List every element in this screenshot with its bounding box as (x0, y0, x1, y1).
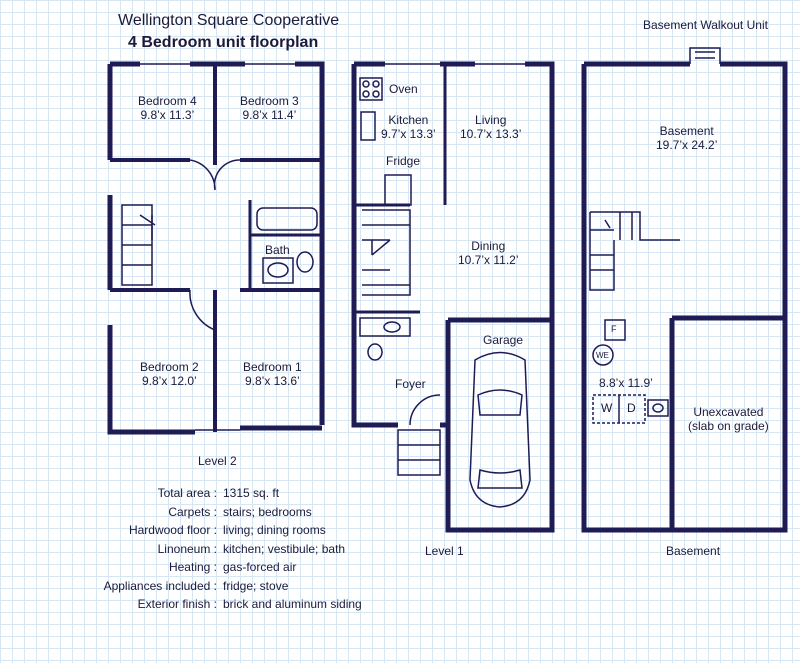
info-value: stairs; bedrooms (223, 504, 312, 519)
room-bath: Bath (265, 243, 290, 257)
room-name: Bedroom 4 (138, 94, 197, 108)
room-size: 9.8’x 11.4’ (242, 108, 297, 122)
info-row: Hardwood floor : living; dining rooms (100, 521, 362, 540)
room-name: Bedroom 2 (140, 360, 199, 374)
info-value: living; dining rooms (223, 523, 326, 537)
info-value: kitchen; vestibule; bath (223, 541, 346, 556)
room-size: 9.8’x 13.6’ (245, 374, 300, 388)
info-row: Exterior finish : brick and aluminum sidi… (100, 595, 362, 614)
washer-symbol: W (601, 401, 613, 415)
info-key: Carpets : (168, 504, 217, 519)
info-value: 1315 sq. ft (223, 486, 280, 500)
room-size: 9.8’x 11.3’ (140, 108, 195, 122)
info-key: Linoneum : (157, 541, 217, 556)
room-name: Dining (471, 239, 506, 253)
level1-label: Level 1 (425, 544, 464, 558)
dryer-symbol: D (627, 401, 636, 415)
room-name: Kitchen (388, 113, 429, 127)
info-row: Total area : 1315 sq. ft (100, 484, 362, 503)
room-name: Basement (659, 124, 714, 138)
room-name: Bedroom 1 (243, 360, 302, 374)
level1-details (359, 63, 531, 508)
info-value: brick and aluminum siding (223, 597, 362, 611)
water-heater-symbol: WE (596, 351, 609, 360)
basement-details (589, 47, 721, 424)
basement-plan (581, 61, 788, 533)
fridge-label: Fridge (386, 154, 421, 168)
info-row: Appliances included : fridge; stove (100, 577, 362, 596)
furnace-symbol: F (611, 324, 617, 334)
plan-title: Wellington Square Cooperative (118, 12, 340, 29)
info-key: Appliances included : (103, 578, 217, 593)
room-foyer: Foyer (395, 377, 426, 391)
room-size: 10.7’x 11.2’ (458, 253, 519, 267)
room-unexcavated: Unexcavated(slab on grade) (688, 405, 769, 433)
room-name: Bedroom 3 (240, 94, 299, 108)
info-row: Linoneum : kitchen; vestibule; bath (100, 540, 362, 559)
room-size: 9.7’x 13.3’ (381, 127, 436, 141)
unit-info-list: Total area : 1315 sq. ft Carpets : stairs;… (100, 484, 362, 614)
info-value: fridge; stove (223, 578, 289, 593)
room-size: 9.8’x 12.0’ (142, 374, 197, 388)
room-size: 10.7’x 13.3’ (460, 127, 522, 141)
basement-unit-title: Basement Walkout Unit (643, 18, 768, 32)
info-key: Heating : (168, 560, 217, 574)
info-row: Heating : gas-forced air (100, 558, 362, 577)
room-name: Living (475, 113, 507, 127)
level2-details (121, 63, 318, 431)
info-key: Total area : (157, 486, 217, 500)
info-value: gas-forced air (223, 560, 297, 574)
info-row: Carpets : stairs; bedrooms (100, 503, 362, 522)
info-key: Exterior finish : (137, 597, 217, 611)
level2-label: Level 2 (198, 454, 237, 468)
room-garage: Garage (483, 333, 524, 347)
oven-label: Oven (389, 82, 418, 96)
room-size: (slab on grade) (688, 419, 769, 433)
room-name: Unexcavated (693, 405, 764, 419)
room-size: 19.7’x 24.2’ (656, 138, 718, 152)
level2-plan (107, 61, 325, 435)
basement-label: Basement (666, 544, 721, 558)
utility-room-size: 8.8’x 11.9’ (599, 376, 653, 390)
plan-subtitle: 4 Bedroom unit floorplan (128, 34, 319, 51)
info-key: Hardwood floor : (128, 523, 217, 537)
